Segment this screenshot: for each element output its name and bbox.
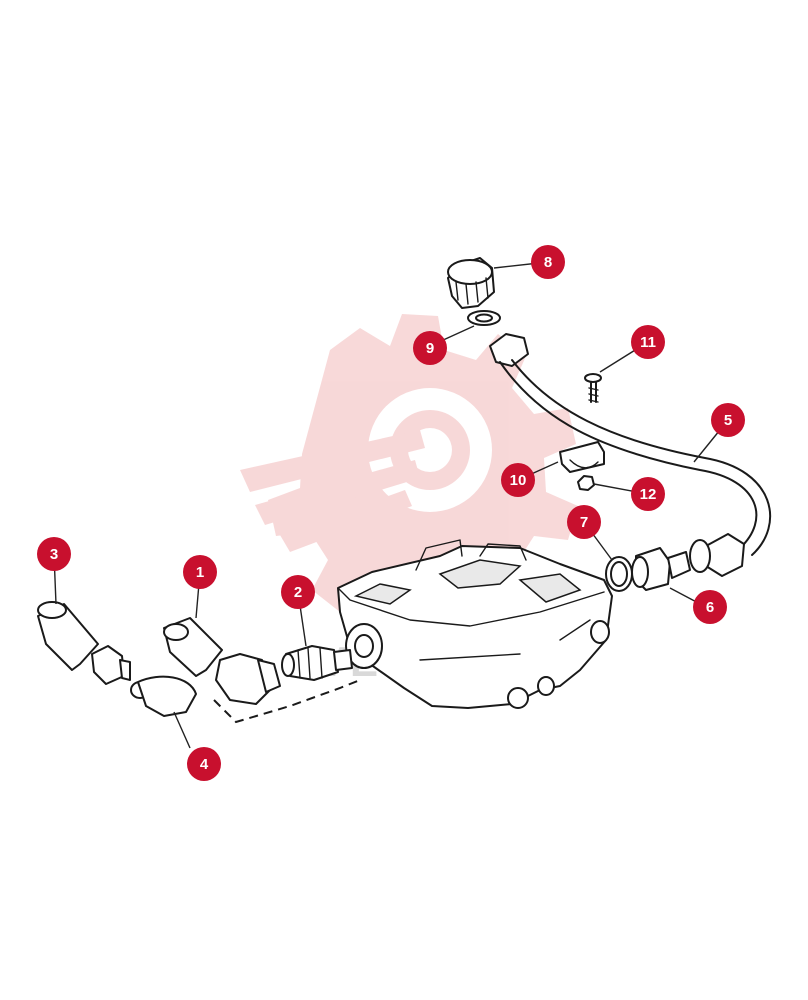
callout-3[interactable]: 3 [37, 537, 71, 571]
callout-6[interactable]: 6 [693, 590, 727, 624]
callout-8[interactable]: 8 [531, 245, 565, 279]
callout-9[interactable]: 9 [413, 331, 447, 365]
callout-11-circle [631, 325, 665, 359]
part-3-hose [37, 601, 131, 685]
callout-3-circle [37, 537, 71, 571]
part-5-tube [489, 333, 772, 577]
callout-1-circle [183, 555, 217, 589]
part-2-fitting [281, 645, 353, 681]
callout-9-circle [413, 331, 447, 365]
callout-8-label: 8 [544, 254, 552, 271]
callout-12-label: 12 [640, 486, 657, 503]
valve-body [337, 539, 613, 709]
callout-12-circle [631, 477, 665, 511]
callout-11[interactable]: 11 [631, 325, 665, 359]
callout-10-circle [501, 463, 535, 497]
part-9-washer [467, 310, 501, 326]
part-4-elbow [130, 675, 197, 717]
callout-6-label: 6 [706, 599, 714, 616]
callout-7-circle [567, 505, 601, 539]
callout-7-label: 7 [580, 514, 588, 531]
callout-9-label: 9 [426, 340, 434, 357]
callout-1[interactable]: 1 [183, 555, 217, 589]
callout-4-circle [187, 747, 221, 781]
part-11-bolt [584, 373, 602, 403]
callout-10-label: 10 [510, 472, 527, 489]
hose-route-dashed [213, 679, 361, 724]
part-1-hose [163, 617, 281, 705]
callout-5-label: 5 [724, 412, 732, 429]
callout-4[interactable]: 4 [187, 747, 221, 781]
part-10-clip [559, 441, 605, 473]
part-8-cap [447, 257, 495, 309]
callout-5-circle [711, 403, 745, 437]
callout-2[interactable]: 2 [281, 575, 315, 609]
callout-6-circle [693, 590, 727, 624]
part-6-fitting [631, 547, 691, 591]
callout-4-label: 4 [200, 756, 209, 773]
callout-8-circle [531, 245, 565, 279]
callout-3-label: 3 [50, 546, 58, 563]
part-7-o-ring [605, 556, 633, 592]
callout-5[interactable]: 5 [711, 403, 745, 437]
callout-2-circle [281, 575, 315, 609]
callout-2-label: 2 [294, 584, 302, 601]
callout-12[interactable]: 12 [631, 477, 665, 511]
callout-11-label: 11 [640, 334, 656, 351]
callout-7[interactable]: 7 [567, 505, 601, 539]
callout-10[interactable]: 10 [501, 463, 535, 497]
part-12-nut [577, 475, 595, 491]
callout-1-label: 1 [196, 564, 204, 581]
